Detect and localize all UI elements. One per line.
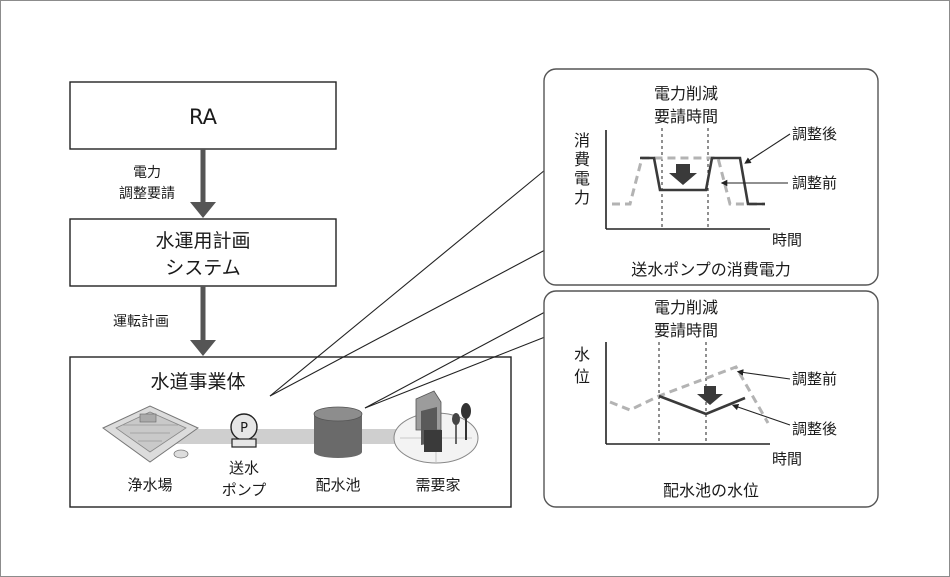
purification-plant-icon: [102, 405, 199, 463]
utility-title: 水道事業体: [150, 371, 245, 393]
callout-pump-1: [269, 169, 546, 397]
level-after-label: 調整後: [792, 420, 837, 438]
power-ylabel-char4: 力: [574, 188, 590, 207]
power-down-arrow: [669, 164, 697, 185]
consumer-label: 需要家: [415, 476, 460, 494]
reservoir-icon: [313, 406, 363, 458]
arrow1-label-line2: 調整要請: [119, 186, 175, 202]
water-system-box: [69, 218, 337, 287]
power-period-label-line2: 要請時間: [654, 107, 718, 126]
level-down-arrow: [697, 386, 723, 405]
pump-icon: [230, 413, 258, 448]
level-caption: 配水池の水位: [663, 481, 759, 500]
ra-label: RA: [189, 105, 218, 129]
water-system-line2: システム: [165, 257, 240, 279]
level-xlabel: 時間: [772, 450, 802, 468]
level-period-label-line2: 要請時間: [654, 321, 718, 340]
power-after-pointer: [744, 133, 791, 164]
level-axes: [605, 342, 770, 445]
level-after-series: [658, 394, 746, 416]
power-before-series: [612, 156, 765, 206]
pump-symbol: P: [240, 421, 248, 436]
callout-reservoir-2: [364, 311, 546, 409]
level-ylabel-char2: 位: [574, 367, 590, 386]
pump-label-line2: ポンプ: [222, 481, 267, 499]
arrow2-label: 運転計画: [113, 314, 169, 330]
level-after-pointer: [731, 403, 791, 426]
level-before-pointer: [736, 369, 791, 380]
arrow-system-to-utility-head: [190, 340, 216, 356]
purification-plant-label: 浄水場: [127, 476, 172, 494]
power-after-label: 調整後: [792, 125, 837, 143]
reservoir-label: 配水池: [315, 476, 360, 494]
power-ylabel-char1: 消: [574, 131, 590, 150]
arrow1-label-line1: 電力: [133, 165, 161, 181]
level-ylabel-char1: 水: [574, 345, 590, 364]
power-before-label: 調整前: [792, 174, 837, 192]
water-pipe: [150, 429, 450, 444]
pump-label-line1: 送水: [229, 459, 259, 477]
power-period-label-line1: 電力削減: [654, 84, 718, 103]
water-system-line1: 水運用計画: [155, 230, 250, 252]
consumer-icon: [393, 390, 479, 464]
arrow-ra-to-system-head: [190, 202, 216, 218]
power-axes: [605, 130, 770, 230]
level-before-label: 調整前: [792, 370, 837, 388]
callout-reservoir-1: [364, 336, 546, 409]
power-chart-panel: [543, 68, 879, 286]
level-period-label-line1: 電力削減: [654, 298, 718, 317]
power-xlabel: 時間: [772, 231, 802, 249]
callout-pump-2: [269, 249, 546, 397]
power-ylabel-char3: 電: [574, 169, 590, 188]
power-after-series: [640, 156, 765, 206]
power-ylabel-char2: 費: [574, 150, 590, 169]
power-caption: 送水ポンプの消費電力: [631, 260, 791, 279]
